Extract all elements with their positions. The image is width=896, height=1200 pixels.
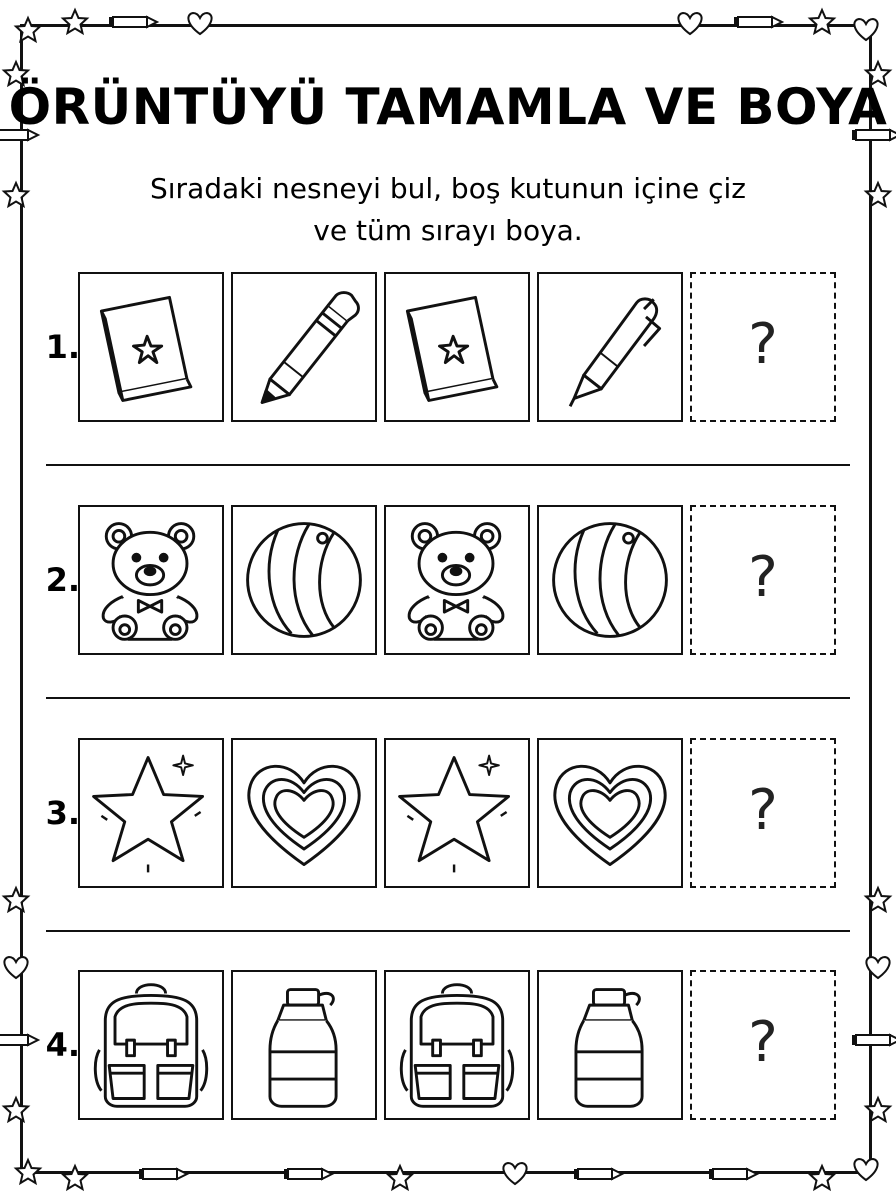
heart-icon <box>853 1158 879 1181</box>
pattern-row-1: 1. ? <box>40 272 860 424</box>
pen-icon <box>568 297 662 408</box>
question-mark: ? <box>748 545 778 610</box>
pattern-cell <box>231 272 377 422</box>
star-icon <box>3 1097 29 1122</box>
pattern-cell <box>231 738 377 888</box>
page-title: ÖRÜNTÜYÜ TAMAMLA VE BOYA <box>8 78 888 136</box>
star-icon <box>387 1165 413 1190</box>
book-icon <box>405 295 499 402</box>
instructions-line-2: ve tüm sırayı boya. <box>313 214 583 247</box>
answer-box[interactable]: ? <box>690 738 836 888</box>
pattern-cell <box>78 272 224 422</box>
ball-icon <box>552 522 668 638</box>
pattern-cell <box>537 970 683 1120</box>
star-icon <box>809 9 835 34</box>
heart-icon <box>853 18 879 41</box>
star-icon <box>92 754 205 874</box>
pencil-icon <box>108 16 158 28</box>
star-icon <box>865 887 891 912</box>
row-number: 3. <box>45 794 80 832</box>
heart-icon <box>865 956 891 979</box>
star-icon <box>15 1159 41 1184</box>
pattern-cell <box>384 272 530 422</box>
star-icon <box>809 1165 835 1190</box>
pencil-icon <box>0 1034 39 1046</box>
pattern-row-4: 4. ? <box>40 970 860 1122</box>
water-bottle-icon <box>268 988 338 1108</box>
answer-box[interactable]: ? <box>690 970 836 1120</box>
pattern-cell <box>384 505 530 655</box>
pencil-icon <box>283 1168 333 1180</box>
teddy-bear-icon <box>101 522 199 641</box>
teddy-bear-icon <box>407 522 505 641</box>
answer-box[interactable]: ? <box>690 272 836 422</box>
heart-icon <box>677 12 703 35</box>
backpack-icon <box>93 983 209 1108</box>
page-border <box>20 24 872 1174</box>
pattern-cell <box>537 505 683 655</box>
heart-icon <box>247 764 361 867</box>
answer-box[interactable]: ? <box>690 505 836 655</box>
pencil-icon <box>138 1168 188 1180</box>
pattern-cell <box>537 738 683 888</box>
pattern-cell <box>78 970 224 1120</box>
star-icon <box>3 887 29 912</box>
pattern-cell <box>231 970 377 1120</box>
row-divider <box>46 697 850 699</box>
pattern-cell <box>78 738 224 888</box>
pattern-row-2: 2. ? <box>40 505 860 657</box>
star-icon <box>398 754 511 874</box>
question-mark: ? <box>748 1010 778 1075</box>
star-icon <box>865 1097 891 1122</box>
row-number: 2. <box>45 561 80 599</box>
backpack-icon <box>399 983 515 1108</box>
pattern-row-3: 3. ? <box>40 738 860 890</box>
instructions-line-1: Sıradaki nesneyi bul, boş kutunun içine … <box>150 172 746 205</box>
pencil-icon <box>708 1168 758 1180</box>
heart-icon <box>553 764 667 867</box>
heart-icon <box>502 1162 528 1185</box>
pattern-cell <box>231 505 377 655</box>
star-icon <box>15 17 41 42</box>
star-icon <box>62 1165 88 1190</box>
question-mark: ? <box>748 778 778 843</box>
pencil-icon <box>573 1168 623 1180</box>
row-number: 1. <box>45 328 80 366</box>
water-bottle-icon <box>574 988 644 1108</box>
heart-icon <box>187 12 213 35</box>
row-divider <box>46 930 850 932</box>
book-icon <box>99 295 193 402</box>
row-number: 4. <box>45 1026 80 1064</box>
question-mark: ? <box>748 312 778 377</box>
star-icon <box>62 9 88 34</box>
pattern-cell <box>384 970 530 1120</box>
ball-icon <box>246 522 362 638</box>
heart-icon <box>3 956 29 979</box>
pattern-cell <box>384 738 530 888</box>
instructions: Sıradaki nesneyi bul, boş kutunun içine … <box>0 168 896 252</box>
pencil-icon <box>260 291 360 404</box>
row-divider <box>46 464 850 466</box>
pattern-cell <box>78 505 224 655</box>
pencil-icon <box>733 16 783 28</box>
pattern-cell <box>537 272 683 422</box>
